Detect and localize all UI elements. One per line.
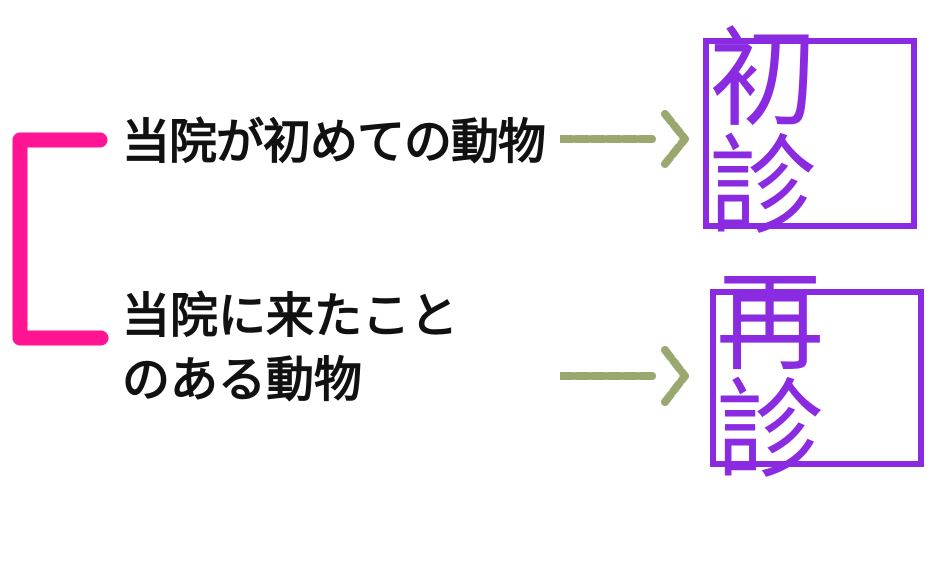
first-visit-box: 初診 — [703, 25, 917, 241]
return-visit-result: 再診 — [716, 261, 824, 494]
return-visit-condition-line-2: のある動物 — [122, 352, 363, 408]
bracket-path — [12, 132, 109, 346]
arrow-head — [661, 346, 689, 406]
first-visit-result: 初診 — [709, 16, 817, 250]
arrow-to-return-visit — [560, 346, 689, 406]
return-visit-condition: 当院に来たこと のある動物 — [122, 284, 458, 412]
arrow-to-first-visit — [560, 110, 689, 168]
first-visit-condition: 当院が初めての動物 — [122, 112, 546, 172]
arrow-head — [661, 110, 689, 168]
first-visit-condition-line-1: 当院が初めての動物 — [122, 114, 546, 170]
return-visit-condition-line-1: 当院に来たこと — [122, 288, 459, 344]
return-visit-box: 再診 — [710, 270, 924, 486]
